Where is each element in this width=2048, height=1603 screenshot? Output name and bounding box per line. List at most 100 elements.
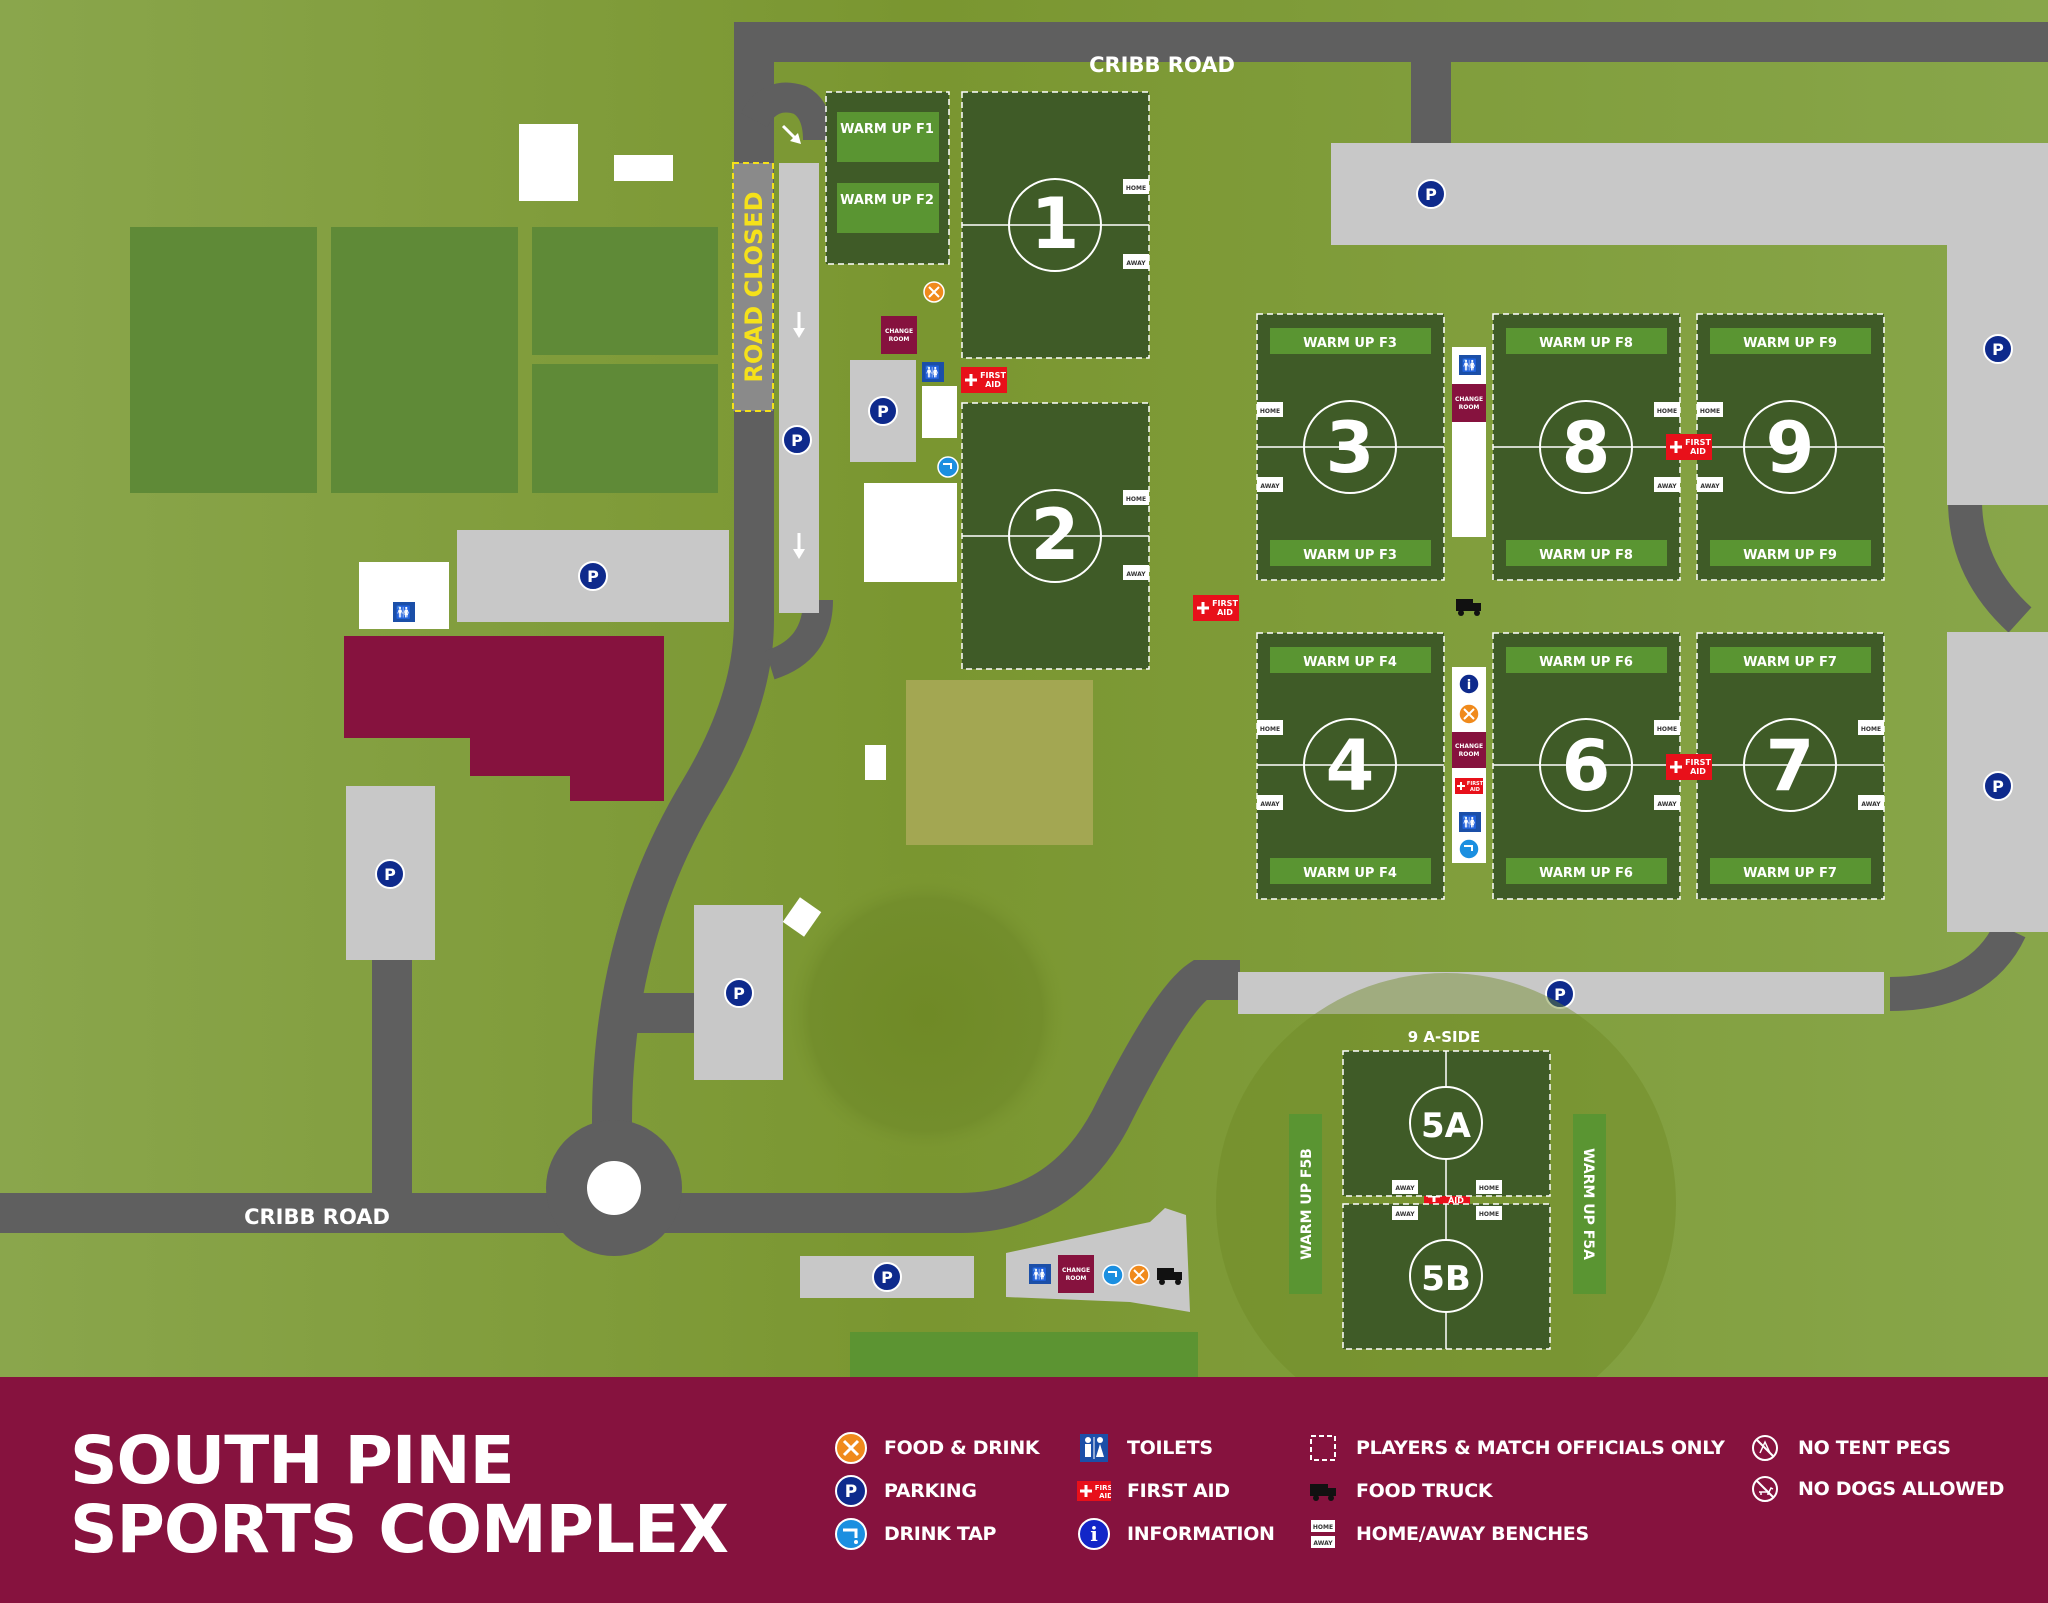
svg-text:AWAY: AWAY (1126, 260, 1146, 267)
svg-text:CHANGE: CHANGE (1455, 743, 1483, 750)
legend-item-toilets: TOILETS (1077, 1430, 1213, 1466)
svg-text:HOME: HOME (1313, 1524, 1333, 1531)
legend-item-no-tent: NO TENT PEGS (1748, 1430, 1951, 1466)
svg-text:3: 3 (1326, 407, 1375, 489)
svg-text:HOME: HOME (1861, 726, 1881, 733)
svg-text:ROOM: ROOM (889, 336, 910, 343)
building (865, 745, 886, 780)
svg-text:HOME: HOME (1260, 726, 1280, 733)
svg-text:AID: AID (1217, 608, 1233, 617)
svg-text:WARM UP F6: WARM UP F6 (1539, 655, 1633, 670)
field-2: 2 HOME AWAY (961, 402, 1150, 670)
toilets-icon: 🚻 (922, 362, 944, 382)
toilets-icon: 🚻 (393, 602, 415, 622)
road-label-top: CRIBB ROAD (1089, 53, 1235, 77)
parking-lots (346, 143, 2048, 1312)
food-truck-icon (1157, 1268, 1182, 1285)
change-room-icon: CHANGE ROOM (1058, 1255, 1094, 1293)
svg-text:1: 1 (1031, 183, 1080, 265)
svg-text:AWAY: AWAY (1395, 1185, 1415, 1192)
svg-text:HOME: HOME (1260, 408, 1280, 415)
legend-label: TOILETS (1127, 1437, 1213, 1459)
sand-area (906, 680, 1093, 845)
practice-fields (130, 227, 718, 493)
svg-text:WARM UP F4: WARM UP F4 (1303, 655, 1397, 670)
field-5b: 5B AWAY HOME (1342, 1203, 1551, 1350)
toilets-icon: 🚻 (1029, 1264, 1051, 1284)
svg-text:HOME: HOME (1126, 496, 1146, 503)
field-6: WARM UP F6 WARM UP F6 6 HOME AWAY (1492, 632, 1681, 900)
legend-label: NO DOGS ALLOWED (1798, 1478, 2005, 1500)
legend-item-information: i INFORMATION (1077, 1516, 1275, 1552)
svg-text:WARM UP F9: WARM UP F9 (1743, 548, 1837, 563)
svg-text:5B: 5B (1421, 1259, 1471, 1299)
svg-text:WARM UP F5A: WARM UP F5A (1580, 1148, 1596, 1260)
svg-text:ROOM: ROOM (1066, 1275, 1087, 1282)
svg-text:AWAY: AWAY (1861, 801, 1881, 808)
svg-text:WARM UP F9: WARM UP F9 (1743, 336, 1837, 351)
oval-field (781, 870, 1071, 1160)
building (782, 897, 822, 937)
svg-text:HOME: HOME (1479, 1185, 1499, 1192)
svg-text:HOME: HOME (1700, 408, 1720, 415)
information-icon: i (1458, 673, 1480, 695)
facility-strip-upper (1452, 347, 1486, 537)
drink-tap-icon (834, 1517, 868, 1551)
legend-label: FOOD TRUCK (1356, 1480, 1493, 1502)
legend-item-parking: P PARKING (834, 1473, 977, 1509)
svg-text:8: 8 (1562, 407, 1611, 489)
field-7: WARM UP F7 WARM UP F7 7 HOME AWAY (1696, 632, 1885, 900)
svg-text:FIRST: FIRST (1685, 758, 1711, 767)
svg-text:WARM UP F7: WARM UP F7 (1743, 866, 1837, 881)
toilets-icon (1077, 1431, 1111, 1465)
svg-text:FIRST: FIRST (1212, 599, 1238, 608)
svg-text:FIRST: FIRST (1467, 781, 1484, 787)
legend-label: DRINK TAP (884, 1523, 997, 1545)
svg-text:WARM UP F8: WARM UP F8 (1539, 548, 1633, 563)
svg-text:HOME: HOME (1479, 1211, 1499, 1218)
legend-item-no-dogs: NO DOGS ALLOWED (1748, 1471, 2004, 1507)
arrow-icons (781, 124, 805, 559)
building (614, 155, 673, 181)
food-icon (1458, 703, 1480, 725)
svg-text:🚻: 🚻 (925, 365, 941, 381)
svg-text:HOME: HOME (1657, 408, 1677, 415)
building (864, 483, 957, 582)
legend-label: INFORMATION (1127, 1523, 1275, 1545)
toilets-icon: 🚻 (1459, 812, 1481, 832)
svg-text:AWAY: AWAY (1260, 483, 1280, 490)
legend-label: HOME/AWAY BENCHES (1356, 1523, 1589, 1545)
svg-text:AID: AID (1690, 447, 1706, 456)
svg-text:FIRST: FIRST (1685, 438, 1711, 447)
legend-label: PLAYERS & MATCH OFFICIALS ONLY (1356, 1437, 1725, 1459)
svg-text:WARM UP F6: WARM UP F6 (1539, 866, 1633, 881)
legend-label: PARKING (884, 1480, 977, 1502)
food-icon (923, 281, 945, 303)
strip-field (850, 1332, 1198, 1377)
svg-text:AID: AID (1690, 767, 1706, 776)
warmup-f2 (837, 183, 939, 233)
field-5a: 5A AWAY HOME (1342, 1050, 1551, 1197)
svg-text:AID: AID (1470, 787, 1480, 793)
drink-tap-icon (1458, 838, 1480, 860)
parking-icon: P (834, 1474, 868, 1508)
svg-text:i: i (1090, 1522, 1098, 1546)
svg-text:AWAY: AWAY (1260, 801, 1280, 808)
svg-text:WARM UP F7: WARM UP F7 (1743, 655, 1837, 670)
svg-text:🚻: 🚻 (1462, 358, 1478, 374)
svg-text:9: 9 (1766, 407, 1815, 489)
svg-text:7: 7 (1766, 725, 1815, 807)
clubhouse-building (344, 636, 664, 801)
change-room-icon: CHANGE ROOM (1452, 384, 1486, 422)
legend-item-truck: FOOD TRUCK (1306, 1473, 1493, 1509)
svg-text:HOME: HOME (1657, 726, 1677, 733)
svg-text:WARM UP F4: WARM UP F4 (1303, 866, 1397, 881)
svg-text:2: 2 (1031, 494, 1080, 576)
food-truck-icon (1306, 1474, 1340, 1508)
svg-text:WARM UP F5B: WARM UP F5B (1299, 1148, 1315, 1260)
field-3: WARM UP F3 WARM UP F3 3 HOME AWAY (1256, 313, 1445, 581)
svg-text:🚻: 🚻 (1462, 815, 1478, 831)
building (922, 386, 957, 438)
